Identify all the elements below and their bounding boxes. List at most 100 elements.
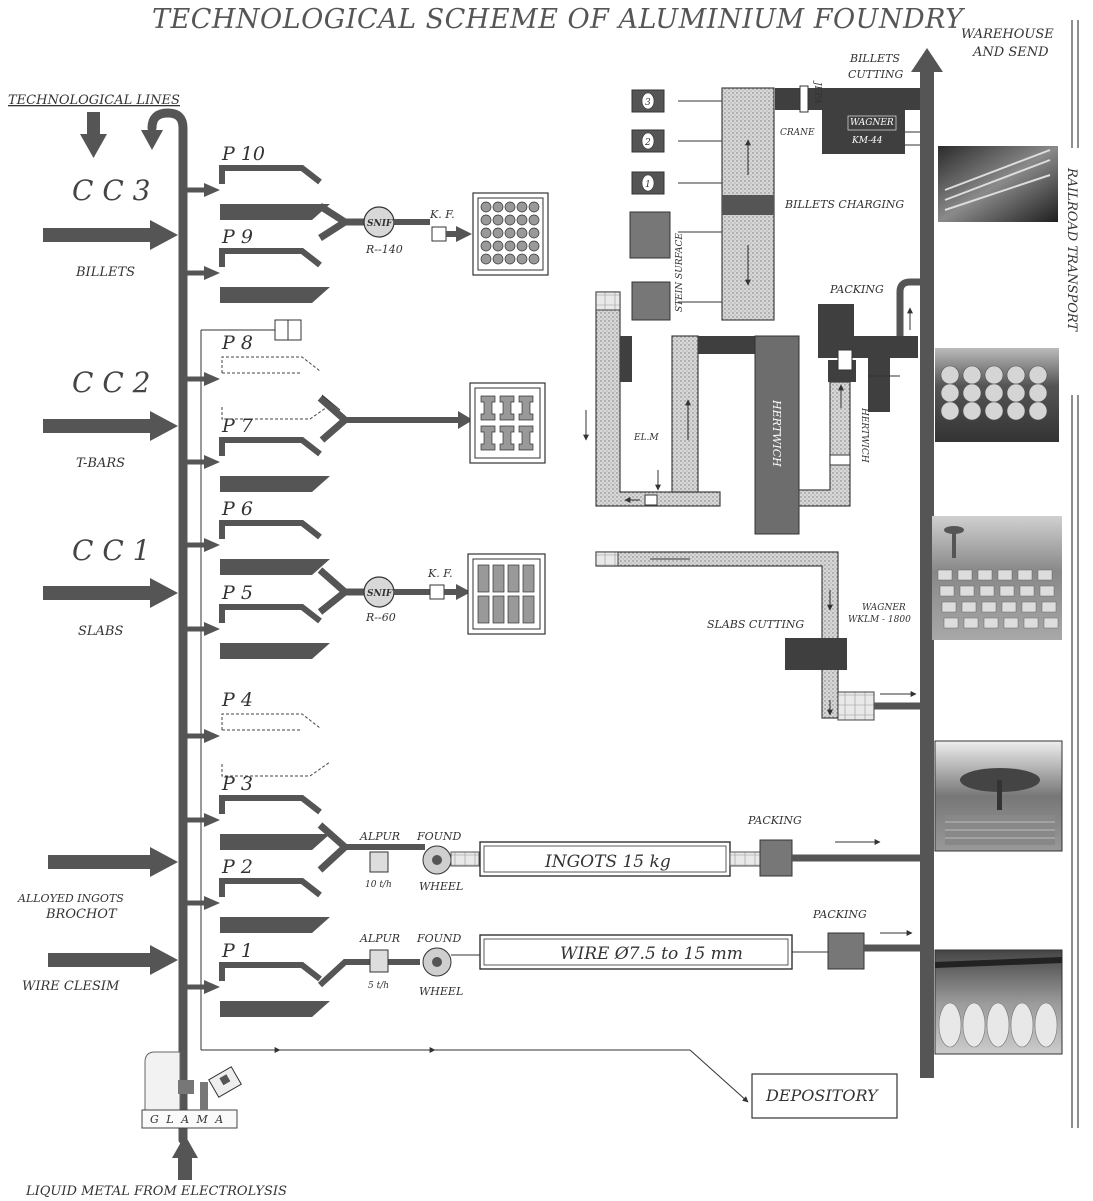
- billet-mould-cell: [529, 228, 539, 238]
- photo-wire-coil: [1035, 1003, 1057, 1047]
- liquid-metal-label: LIQUID METAL FROM ELECTROLYSIS: [25, 1184, 287, 1199]
- casting-line-p8: [187, 357, 330, 419]
- packing-label-wire: PACKING: [812, 908, 867, 921]
- alpur-unit-1: [370, 852, 388, 872]
- packing-unit-ingots: [760, 840, 792, 876]
- billet-mould-cell: [505, 241, 515, 251]
- billet-mould-cell: [481, 202, 491, 212]
- r140-label: R--140: [365, 243, 403, 256]
- wire-clesim-label: WIRE CLESIM: [22, 979, 120, 994]
- billet-mould-cell: [493, 228, 503, 238]
- r60-label: R--60: [365, 611, 396, 624]
- photo-tbar-end: [1029, 366, 1047, 384]
- alloyed-ingots-input-arrow-icon: [48, 847, 178, 877]
- billet-furnace-2: 2: [632, 130, 722, 152]
- photo-slab-stack: [1040, 586, 1054, 596]
- billet-mould-cell: [505, 202, 515, 212]
- snif-label-cc1: SNIF: [367, 589, 393, 599]
- billet-mould-cell: [517, 241, 527, 251]
- line-p3-label: P 3: [221, 773, 253, 795]
- cc1-treatment: SNIF R--60 K. F.: [320, 554, 545, 634]
- brochot-label: BROCHOT: [45, 907, 118, 922]
- glama-furnace: G L A M A: [142, 1052, 241, 1128]
- cc3-treatment: SNIF R--140 K. F.: [320, 193, 548, 275]
- billets-charging-label: BILLETS CHARGING: [784, 198, 904, 211]
- liquid-metal-up-arrow-icon: [172, 1135, 198, 1180]
- photo-slab-stack: [1022, 602, 1036, 612]
- billets-cutting-line: [775, 88, 920, 110]
- billet-mould-cell: [517, 228, 527, 238]
- photo-slab-stack: [1020, 586, 1034, 596]
- slabs-input-arrow-icon: [43, 578, 178, 608]
- billets-cutting-label-2: CUTTING: [848, 68, 904, 81]
- furnace-number: 1: [645, 180, 651, 190]
- billet-mould-cell: [493, 241, 503, 251]
- tbars-input-arrow-icon: [43, 411, 178, 441]
- billet-mould-cell: [481, 228, 491, 238]
- photo-slab-stack: [998, 570, 1012, 580]
- hertwich-label: HERTWICH: [770, 399, 783, 467]
- photo-slab-stack: [1042, 602, 1056, 612]
- line-p9-label: P 9: [221, 226, 253, 248]
- slab-mould-cell: [508, 565, 519, 592]
- wire-line: ALPUR 5 t/h FOUND WHEEL WIRE Ø7.5 to 15 …: [320, 908, 920, 998]
- photo-slab-stack: [1044, 618, 1058, 628]
- billet-mould-cell: [481, 254, 491, 264]
- photo-slab-stack: [1004, 618, 1018, 628]
- warehouse-label: WAREHOUSE: [961, 27, 1054, 42]
- photo-slab-stack: [978, 570, 992, 580]
- wire-label: WIRE Ø7.5 to 15 mm: [560, 944, 743, 964]
- packing-unit-wire: [828, 933, 864, 969]
- billet-mould-cell: [505, 215, 515, 225]
- railroad-transport-label: RAILROAD TRANSPORT: [1064, 167, 1079, 332]
- photo-tbar-end: [941, 384, 959, 402]
- casting-line-p4: [187, 714, 330, 776]
- technological-lines-label: TECHNOLOGICAL LINES: [8, 93, 180, 108]
- photo-wire-coils: [935, 950, 1062, 1054]
- casting-line-p1: [187, 965, 330, 1017]
- line-p8-label: P 8: [221, 332, 253, 354]
- alpur-label-2: ALPUR: [359, 932, 400, 945]
- photo-tbar-end: [1007, 384, 1025, 402]
- billet-mould-cell: [517, 215, 527, 225]
- wagner-wklm-label-1: WAGNER: [862, 603, 906, 613]
- elm-label: EL.M: [633, 433, 659, 443]
- jepa-label: JEPA: [812, 80, 822, 104]
- wagner-label: WAGNER: [850, 118, 894, 128]
- slab-mould-cell: [478, 596, 489, 623]
- alpur-label-1: ALPUR: [359, 830, 400, 843]
- slabs-cutting-label: SLABS CUTTING: [707, 618, 804, 631]
- photo-tbar-end: [941, 402, 959, 420]
- alpur-unit-2: [370, 950, 388, 972]
- billet-mould-cell: [481, 241, 491, 251]
- line-p6-label: P 6: [221, 498, 253, 520]
- stein-furnace-a: [630, 212, 670, 258]
- kf-label-cc1: K. F.: [427, 567, 453, 580]
- stein-furnace-b: [632, 282, 670, 320]
- photo-wire-coil: [939, 1003, 961, 1047]
- ingots-line: ALPUR 10 t/h FOUND WHEEL INGOTS 15 kg PA…: [320, 814, 920, 893]
- return-arrow-icon: [141, 130, 163, 150]
- slab-mould-cell: [523, 596, 534, 623]
- snif-label-cc3: SNIF: [367, 219, 393, 229]
- photo-wire-coil: [1011, 1003, 1033, 1047]
- furnace-number: 3: [645, 98, 651, 108]
- tbars-label: T-BARS: [76, 456, 125, 471]
- cc2-label: C C 2: [72, 366, 150, 399]
- wagner-km44-saw: [822, 110, 905, 154]
- slab-mould-cell: [523, 565, 534, 592]
- billet-mould-cell: [517, 254, 527, 264]
- casting-line-p9: [187, 251, 330, 303]
- photo-slab-stack: [980, 586, 994, 596]
- billet-mould-cell: [529, 202, 539, 212]
- kf-filter-cc3: [432, 227, 446, 241]
- photo-slab-stack: [964, 618, 978, 628]
- diagram-title: TECHNOLOGICAL SCHEME OF ALUMINIUM FOUNDR…: [152, 4, 965, 35]
- photo-ingots-yard: [935, 741, 1062, 851]
- casting-line-p10: [187, 168, 330, 220]
- casting-line-p3: [187, 798, 330, 850]
- photo-slab-stack: [960, 586, 974, 596]
- wagner-wklm-label-2: WKLM - 1800: [848, 615, 911, 625]
- billets-input-arrow-icon: [43, 220, 178, 250]
- line-p1-label: P 1: [221, 940, 253, 962]
